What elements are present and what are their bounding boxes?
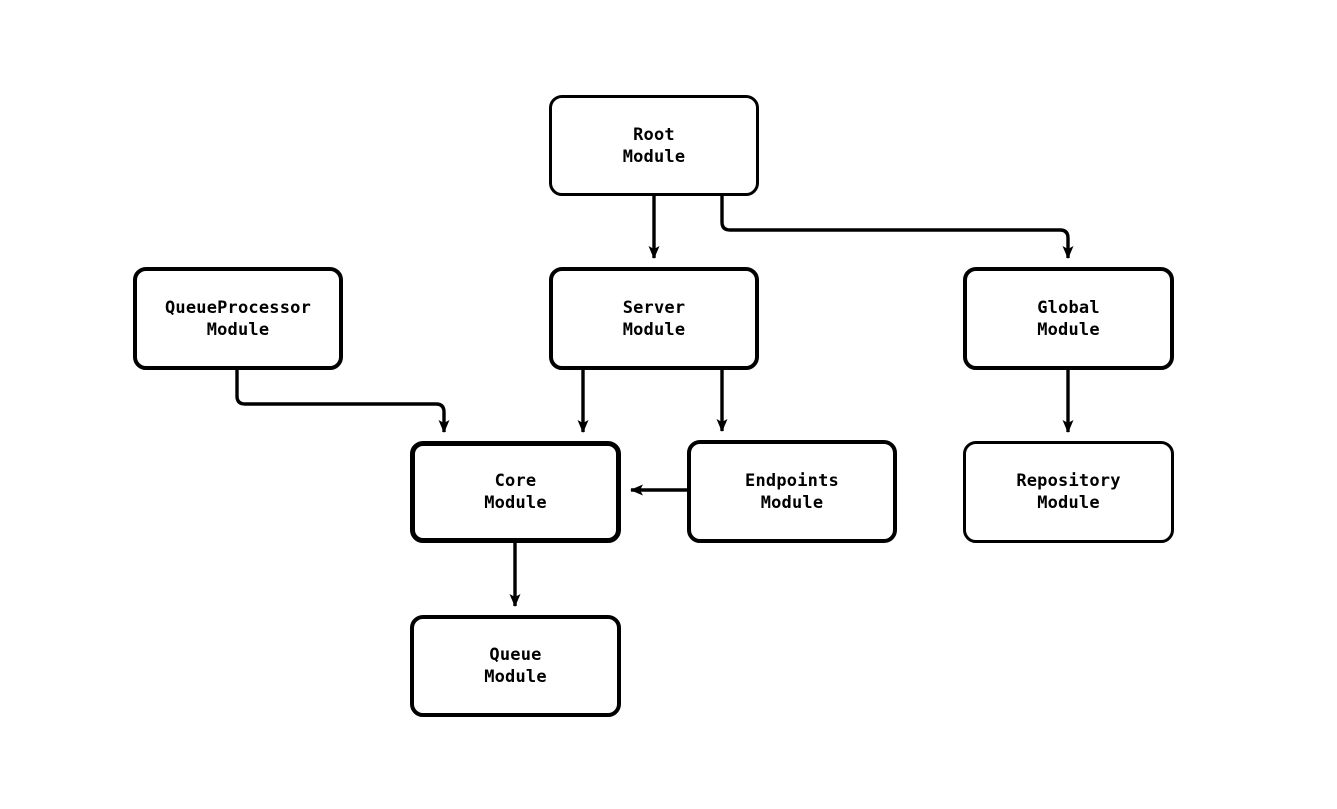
node-queueprocessor-module-label: QueueProcessor Module: [164, 297, 312, 340]
node-endpoints-module-label: Endpoints Module: [745, 470, 839, 513]
node-queueprocessor-module[interactable]: QueueProcessor Module: [133, 267, 343, 370]
node-repository-module[interactable]: Repository Module: [963, 441, 1174, 543]
node-global-module[interactable]: Global Module: [963, 267, 1174, 370]
node-root-module[interactable]: Root Module: [549, 95, 759, 196]
node-server-module-label: Server Module: [622, 297, 686, 340]
edge-queueprocessor-to-core: [235, 370, 450, 433]
node-repository-module-label: Repository Module: [1016, 471, 1121, 513]
node-queue-module[interactable]: Queue Module: [410, 615, 621, 717]
node-core-module[interactable]: Core Module: [410, 441, 621, 543]
node-core-module-label: Core Module: [484, 471, 547, 513]
node-queue-module-label: Queue Module: [484, 645, 547, 687]
node-global-module-label: Global Module: [1037, 297, 1100, 340]
node-server-module[interactable]: Server Module: [549, 267, 759, 370]
node-root-module-label: Root Module: [622, 124, 686, 167]
edge-root-to-global: [720, 196, 1074, 259]
node-endpoints-module[interactable]: Endpoints Module: [687, 440, 897, 543]
